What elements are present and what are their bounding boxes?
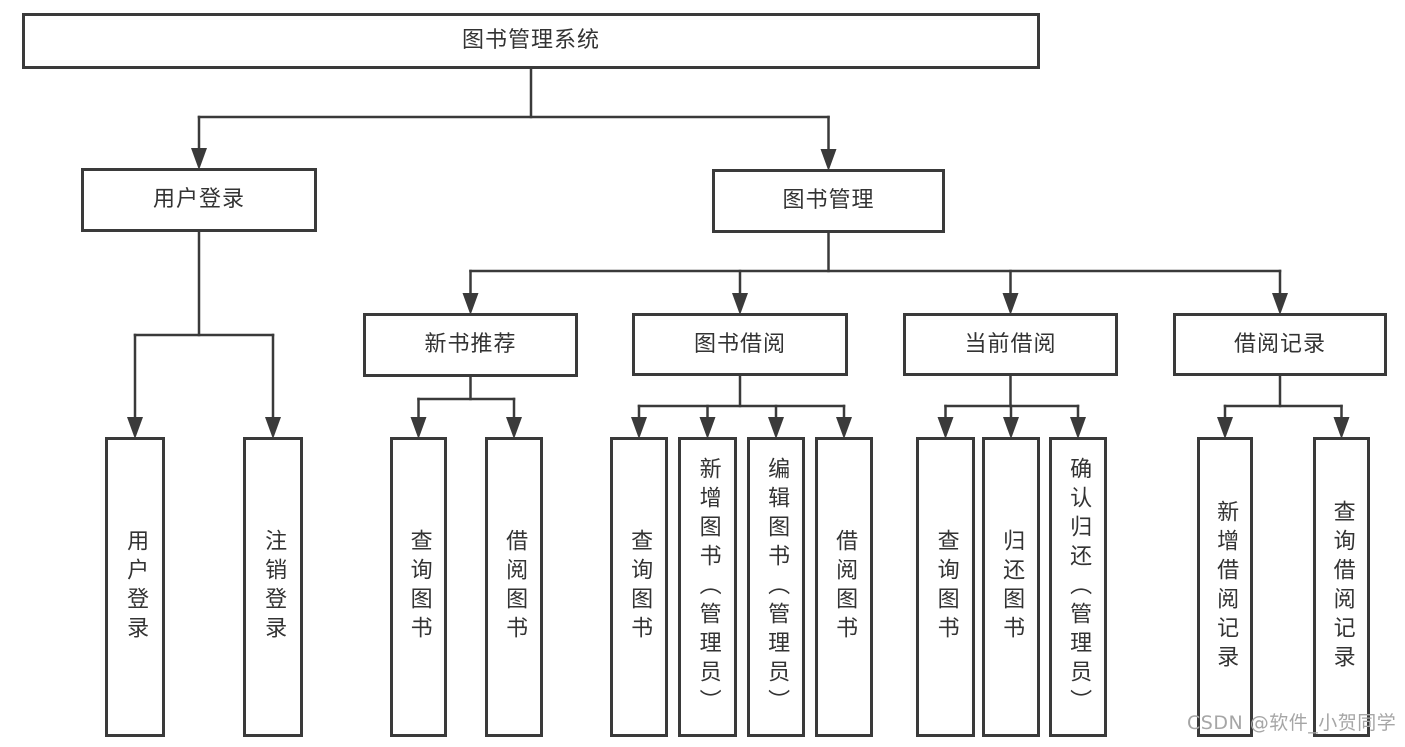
node-leaf-logout: 注销登录 (243, 437, 303, 737)
node-label: 查询图书 (406, 529, 432, 645)
node-label: 归还图书 (999, 529, 1025, 645)
node-leaf-query-book-1: 查询图书 (390, 437, 447, 737)
node-label: 查询借阅记录 (1329, 500, 1355, 674)
arrowhead-icon (410, 417, 427, 439)
node-label: 新增借阅记录 (1213, 500, 1239, 674)
node-leaf-query-book-3: 查询图书 (916, 437, 975, 737)
arrowhead-icon (191, 148, 207, 170)
node-book-mgmt: 图书管理 (712, 169, 945, 233)
node-leaf-add-book: 新增图书（管理员） (678, 437, 737, 737)
node-label: 图书管理 (782, 188, 875, 214)
node-label: 用户登录 (123, 529, 149, 645)
arrowhead-icon (127, 417, 143, 439)
node-book-borrow: 图书借阅 (632, 313, 848, 376)
node-label: 编辑图书（管理员） (764, 456, 790, 718)
node-label: 确认归还（管理员） (1066, 456, 1092, 718)
node-borrow-records: 借阅记录 (1173, 313, 1387, 376)
node-label: 注销登录 (261, 529, 287, 645)
node-leaf-query-book-2: 查询图书 (610, 437, 668, 737)
node-label: 用户登录 (152, 187, 245, 213)
node-leaf-add-borrow-record: 新增借阅记录 (1197, 437, 1253, 737)
arrowhead-icon (506, 417, 522, 439)
node-leaf-return-book: 归还图书 (982, 437, 1040, 737)
arrowhead-icon (1002, 293, 1019, 315)
node-label: 查询图书 (933, 529, 959, 645)
node-leaf-query-borrow-record: 查询借阅记录 (1313, 437, 1370, 737)
watermark: CSDN @软件_小贺同学 (1187, 712, 1397, 734)
node-new-books: 新书推荐 (363, 313, 578, 377)
arrowhead-icon (1217, 417, 1233, 439)
arrowhead-icon (768, 417, 784, 439)
node-root: 图书管理系统 (22, 13, 1040, 69)
node-leaf-borrow-book-1: 借阅图书 (485, 437, 543, 737)
arrowhead-icon (937, 417, 954, 439)
node-leaf-edit-book: 编辑图书（管理员） (747, 437, 805, 737)
node-leaf-borrow-book-2: 借阅图书 (815, 437, 873, 737)
arrowhead-icon (1272, 293, 1288, 315)
node-label: 新书推荐 (424, 332, 517, 358)
node-leaf-user-login: 用户登录 (105, 437, 165, 737)
node-user-login: 用户登录 (81, 168, 317, 232)
node-current-borrow: 当前借阅 (903, 313, 1118, 376)
node-label: 查询图书 (627, 529, 653, 645)
arrowhead-icon (462, 293, 479, 315)
arrowhead-icon (732, 293, 748, 315)
node-leaf-confirm-return: 确认归还（管理员） (1049, 437, 1107, 737)
node-label: 新增图书（管理员） (695, 456, 721, 718)
node-label: 图书借阅 (693, 331, 786, 357)
arrowhead-icon (836, 417, 852, 439)
arrowhead-icon (265, 417, 281, 439)
node-label: 图书管理系统 (461, 28, 600, 54)
arrowhead-icon (1003, 417, 1019, 439)
node-label: 当前借阅 (964, 331, 1057, 357)
arrowhead-icon (699, 417, 716, 439)
arrowhead-icon (1333, 417, 1350, 439)
arrowhead-icon (820, 149, 837, 171)
node-label: 借阅图书 (502, 529, 528, 645)
node-label: 借阅图书 (832, 529, 858, 645)
node-label: 借阅记录 (1233, 331, 1326, 357)
arrowhead-icon (1070, 417, 1086, 439)
arrowhead-icon (631, 417, 647, 439)
